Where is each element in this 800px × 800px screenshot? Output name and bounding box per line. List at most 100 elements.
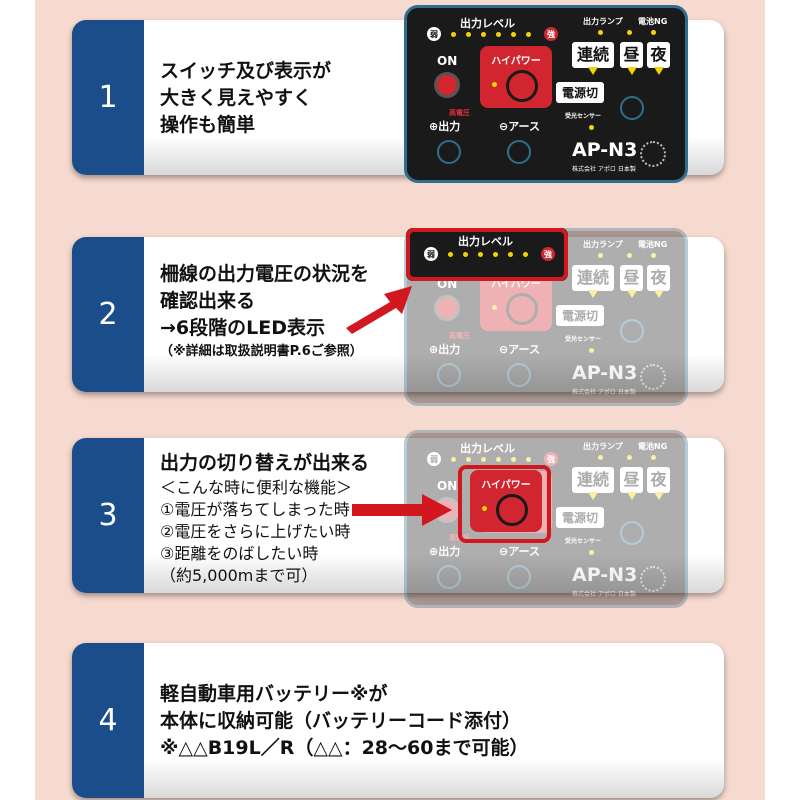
minus-earth-terminal-label: ⊖アース: [499, 120, 541, 133]
feature-line: 大きく見えやすく: [160, 87, 313, 109]
plus-output-terminal-label: ⊕出力: [429, 343, 461, 356]
on-label: ON: [437, 54, 458, 68]
output-terminal[interactable]: [437, 565, 461, 589]
day-mode-button[interactable]: 昼: [620, 265, 643, 298]
feature-line: 柵線の出力電圧の状況を: [160, 263, 370, 285]
strong-badge: 強: [544, 452, 558, 466]
feature-row-3: 3 出力の切り替えが出来る ＜こんな時に便利な機能＞ ①電圧が落ちてしまった時 …: [72, 438, 724, 593]
lamp-led: [598, 30, 603, 35]
minus-earth-terminal-label: ⊖アース: [499, 545, 541, 558]
sensor-led: [589, 125, 594, 130]
level-led: [526, 32, 531, 37]
power-off-button[interactable]: 電源切: [556, 507, 605, 528]
power-off-button[interactable]: 電源切: [556, 82, 605, 103]
continuous-mode-button[interactable]: 連続: [572, 467, 614, 500]
light-sensor: [620, 96, 644, 120]
feature-row-2: 2 柵線の出力電圧の状況を 確認出来る →6段階のLED表示 （※詳細は取扱説明…: [72, 237, 724, 392]
level-led: [511, 457, 516, 462]
output-level-label: 出力レベル: [460, 17, 515, 30]
output-terminal[interactable]: [437, 363, 461, 387]
high-power-button-highlighted[interactable]: ハイパワー: [470, 470, 542, 532]
high-power-label: ハイパワー: [491, 56, 541, 67]
sensor-led: [589, 348, 594, 353]
lamp-led: [651, 455, 656, 460]
feature-number: 1: [72, 20, 144, 175]
feature-card: 3 出力の切り替えが出来る ＜こんな時に便利な機能＞ ①電圧が落ちてしまった時 …: [72, 438, 724, 593]
apollo-seal-icon: [640, 141, 666, 167]
day-mode-button[interactable]: 昼: [620, 42, 643, 75]
feature-line: 軽自動車用バッテリー※が: [160, 683, 388, 705]
feature-sub: ③距離をのばしたい時: [160, 544, 319, 563]
level-led: [466, 457, 471, 462]
weak-badge: 弱: [427, 452, 441, 466]
sensor-led: [589, 550, 594, 555]
control-panel-1: 出力レベル 弱 強 ON ハイパワー 出力ランプ 電池NG 連続 昼 夜 電源切…: [404, 5, 688, 183]
feature-line: 確認出来る: [160, 290, 256, 312]
minus-earth-terminal-label: ⊖アース: [499, 343, 541, 356]
high-voltage-label: 高電圧: [449, 332, 470, 340]
level-led: [451, 457, 456, 462]
feature-number: 2: [72, 237, 144, 392]
high-power-button[interactable]: ハイパワー: [480, 46, 552, 108]
feature-card: 4 軽自動車用バッテリー※が 本体に収納可能（バッテリーコード添付） ※△△B1…: [72, 643, 724, 798]
feature-line: 操作も簡単: [160, 114, 256, 136]
continuous-mode-button[interactable]: 連続: [572, 265, 614, 298]
led-level-highlight-border: [406, 228, 568, 281]
on-button[interactable]: [434, 72, 460, 98]
maker-label: 株式会社 アポロ 日本製: [572, 166, 636, 173]
level-led: [481, 457, 486, 462]
high-voltage-label: 高電圧: [449, 109, 470, 117]
high-power-label: ハイパワー: [491, 279, 541, 290]
feature-line: 本体に収納可能（バッテリーコード添付）: [160, 710, 522, 732]
model-name: AP-N3: [572, 362, 638, 384]
lamp-led: [627, 253, 632, 258]
output-terminal[interactable]: [437, 140, 461, 164]
earth-terminal[interactable]: [507, 140, 531, 164]
power-off-button[interactable]: 電源切: [556, 305, 605, 326]
maker-label: 株式会社 アポロ 日本製: [572, 591, 636, 598]
night-mode-button[interactable]: 夜: [647, 265, 670, 298]
output-lamp-label: 出力ランプ: [583, 442, 623, 451]
feature-sub: （約5,000mまで可）: [160, 566, 318, 585]
night-mode-button[interactable]: 夜: [647, 467, 670, 500]
high-power-ring: [506, 293, 538, 325]
battery-ng-label: 電池NG: [638, 442, 668, 451]
high-power-ring: [506, 70, 538, 102]
feature-card: 2 柵線の出力電圧の状況を 確認出来る →6段階のLED表示 （※詳細は取扱説明…: [72, 237, 724, 392]
right-margin: [765, 0, 800, 800]
lamp-led: [627, 455, 632, 460]
model-name: AP-N3: [572, 139, 638, 161]
arrow-to-led-icon: [346, 286, 412, 334]
night-mode-button[interactable]: 夜: [647, 42, 670, 75]
battery-ng-label: 電池NG: [638, 17, 668, 26]
lamp-led: [598, 253, 603, 258]
high-power-led: [492, 305, 497, 310]
feature-sub: ①電圧が落ちてしまった時: [160, 500, 350, 519]
apollo-seal-icon: [640, 364, 666, 390]
left-margin: [0, 0, 35, 800]
light-sensor-label: 受光センサー: [565, 538, 602, 545]
feature-line: スイッチ及び表示が: [160, 60, 332, 82]
level-led: [481, 32, 486, 37]
feature-sub: ②電圧をさらに上げたい時: [160, 522, 351, 541]
weak-badge: 弱: [427, 27, 441, 41]
on-label: ON: [437, 479, 458, 493]
level-led: [451, 32, 456, 37]
plus-output-terminal-label: ⊕出力: [429, 120, 461, 133]
led-level-bar: 出力レベル 弱 強: [406, 228, 568, 281]
earth-terminal[interactable]: [507, 565, 531, 589]
earth-terminal[interactable]: [507, 363, 531, 387]
output-level-label: 出力レベル: [460, 442, 515, 455]
continuous-mode-button[interactable]: 連続: [572, 42, 614, 75]
feature-line: →6段階のLED表示: [160, 317, 325, 339]
light-sensor-label: 受光センサー: [565, 336, 602, 343]
feature-note: （※詳細は取扱説明書P.6ご参照）: [160, 344, 363, 359]
lamp-led: [627, 30, 632, 35]
day-mode-button[interactable]: 昼: [620, 467, 643, 500]
on-button[interactable]: [434, 295, 460, 321]
battery-ng-label: 電池NG: [638, 240, 668, 249]
level-led: [466, 32, 471, 37]
output-lamp-label: 出力ランプ: [583, 240, 623, 249]
lamp-led: [651, 253, 656, 258]
feature-line: ※△△B19L／R（△△：28〜60まで可能）: [160, 737, 529, 759]
